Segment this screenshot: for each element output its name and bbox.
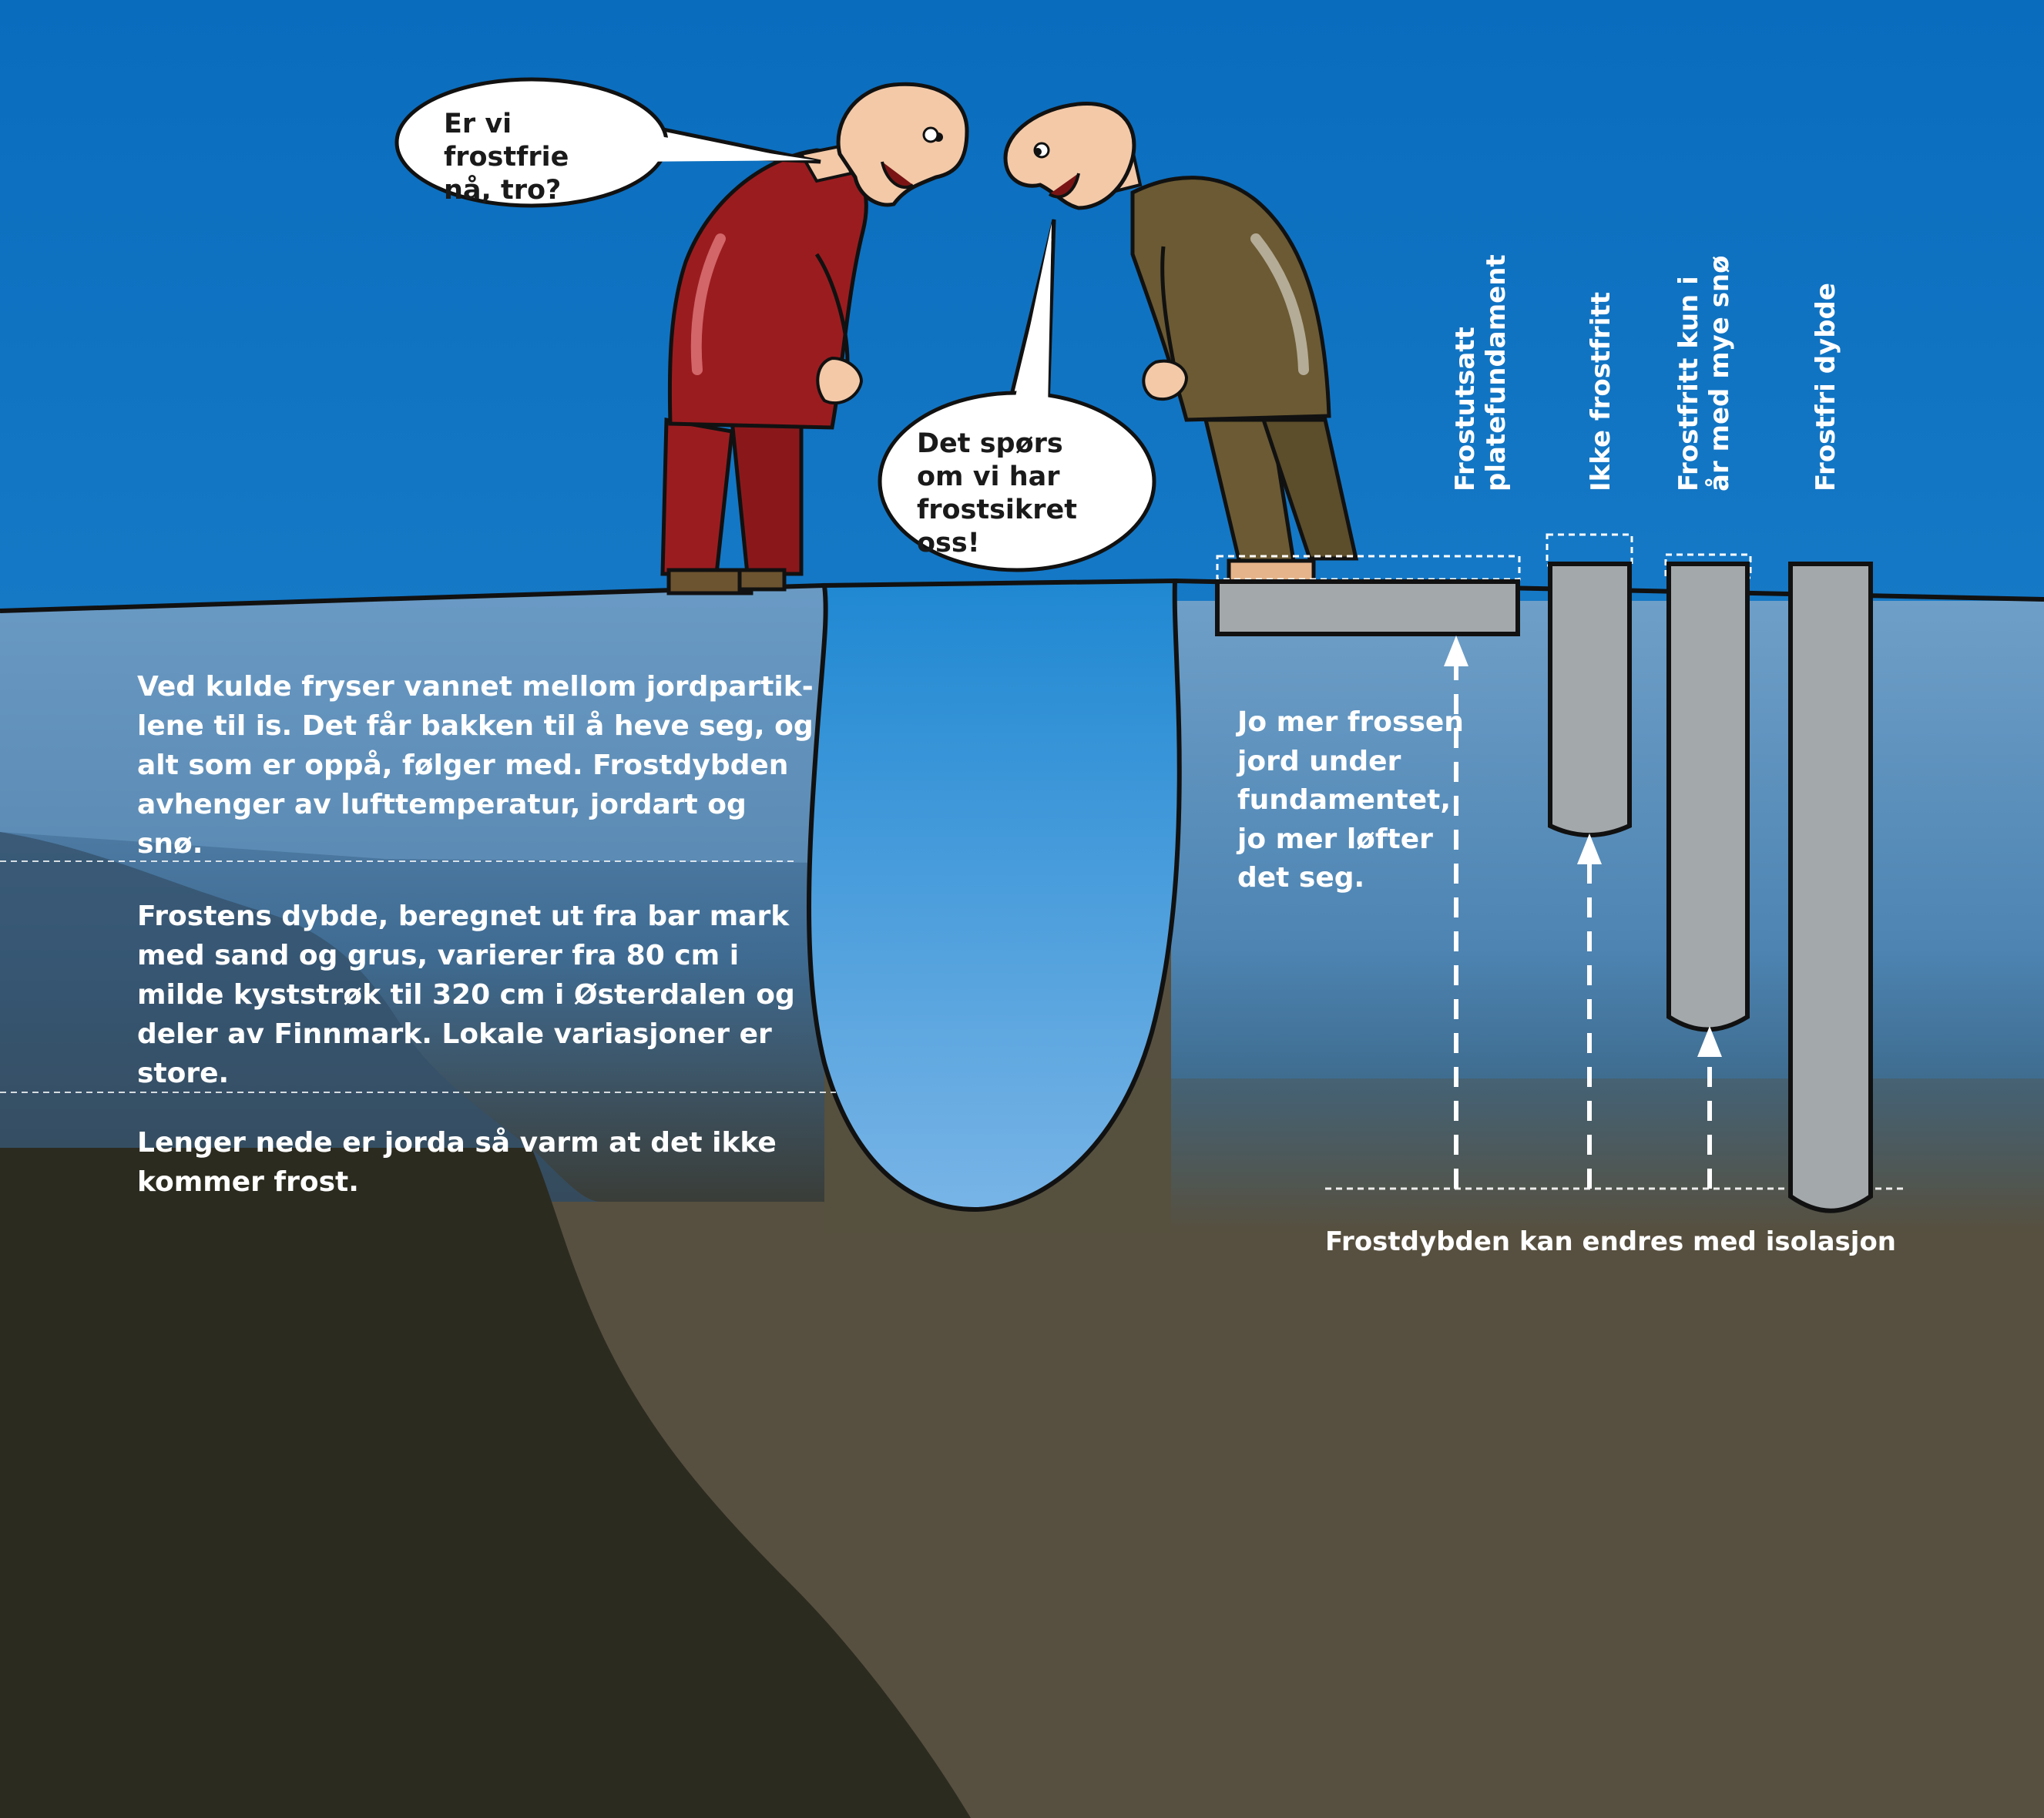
frost-hole <box>807 578 1182 1213</box>
hill-silhouette <box>0 832 601 1202</box>
frost-band-light <box>0 587 824 863</box>
label-not-frost-free: Ikke frostfritt <box>1586 292 1616 491</box>
column-frost-free <box>1788 562 1873 1213</box>
label-snow-dependent: Frostfritt kun i år med mye snø <box>1673 255 1735 492</box>
foundations <box>1215 533 1873 1213</box>
man-red <box>660 82 969 595</box>
speech-text-right: Det spørs om vi har frostsikret oss! <box>917 428 1077 558</box>
column-not-frost-free <box>1548 562 1632 837</box>
lift-side-note: Jo mer frossen jord under fundamentet, j… <box>1237 706 1464 894</box>
label-slab-foundation: Frostutsatt platefundament <box>1450 254 1512 491</box>
speech-bubble-right <box>878 219 1156 572</box>
isolation-caption: Frostdybden kan endres med isolasjon <box>1325 1226 1897 1257</box>
info-paragraph-freezing: Ved kulde fryser vannet mellom jordparti… <box>137 671 814 860</box>
slab-foundation <box>1215 579 1520 636</box>
info-paragraph-warm-soil: Lenger nede er jorda så varm at det ikke… <box>137 1127 777 1198</box>
info-paragraph-depth: Frostens dybde, beregnet ut fra bar mark… <box>137 901 795 1089</box>
speech-bubble-left <box>394 77 821 208</box>
column-snow-dependent <box>1666 562 1750 1032</box>
dark-cliff <box>0 1148 971 1818</box>
label-frost-free-depth: Frostfri dybde <box>1811 283 1841 491</box>
speech-text-left: Er vi frostfrie nå, tro? <box>444 109 569 206</box>
